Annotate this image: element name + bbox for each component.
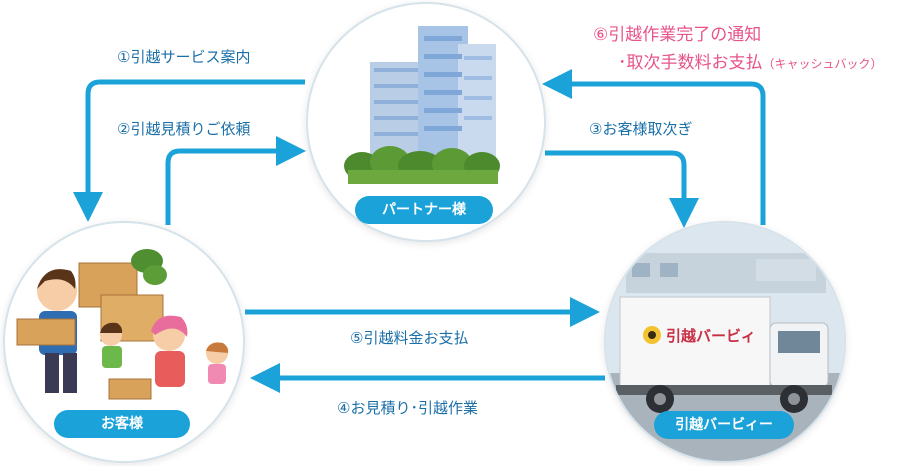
flow-label-6-line-2: ･取次手数料お支払（キャッシュバック）: [618, 48, 883, 73]
partner-node: [306, 2, 546, 242]
flow-label-4: ④お見積り･引越作業: [337, 399, 478, 417]
flow-label-6-main: ･取次手数料お支払: [618, 53, 763, 73]
company-node: 引越バービィ: [604, 221, 846, 463]
flow-label-6-line-1: ⑥引越作業完了の通知: [593, 25, 762, 45]
flow-label-5: ⑤引越料金お支払: [350, 329, 469, 347]
flow-label-6-note: （キャッシュバック）: [762, 57, 883, 71]
arrow-1-partner-to-customer: [73, 79, 305, 222]
family-with-boxes-illustration: [16, 249, 229, 400]
truck-logo-text: 引越バービィ: [666, 327, 756, 345]
customer-node-label: お客様: [54, 410, 190, 438]
arrow-6-company-to-partner: [542, 69, 766, 225]
arrow-2-customer-to-partner: [165, 136, 306, 225]
company-node-label: 引越バービィー: [654, 411, 794, 439]
flow-label-3: ③お客様取次ぎ: [589, 120, 693, 138]
flow-label-2: ②引越見積りご依頼: [117, 120, 251, 138]
office-building-illustration: [344, 26, 500, 184]
flow-label-1: ①引越サービス案内: [117, 48, 251, 66]
partner-node-label: パートナー様: [355, 196, 493, 224]
arrow-3-partner-to-company: [545, 150, 699, 228]
customer-node: [3, 221, 245, 463]
